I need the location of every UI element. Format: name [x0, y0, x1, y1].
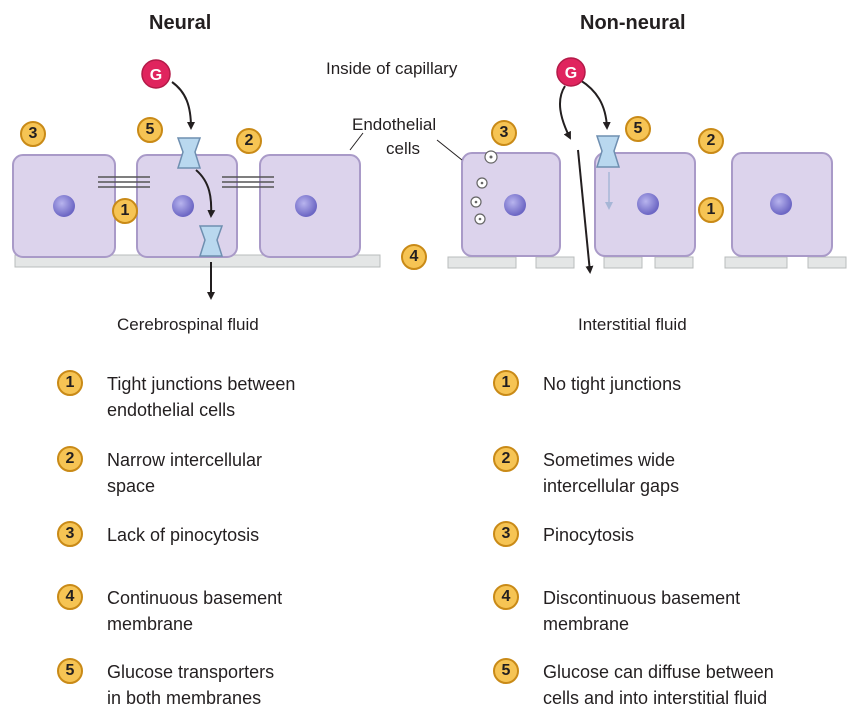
- legend-text: Lack of pinocytosis: [107, 525, 260, 545]
- legend-text: No tight junctions: [543, 374, 682, 394]
- legend-text: intercellular gaps: [543, 476, 680, 496]
- endothelial-label-line1: Endothelial: [352, 115, 437, 134]
- nucleus: [637, 193, 659, 215]
- glucose-label: G: [565, 65, 577, 82]
- nucleus: [295, 195, 317, 217]
- legend-badge: 2: [493, 446, 519, 472]
- legend-text: space: [107, 476, 156, 496]
- nucleus: [53, 195, 75, 217]
- non-neural-basement-membrane-segment: [807, 256, 847, 269]
- legend-text: cells and into interstitial fluid: [543, 688, 768, 708]
- diagram-badge-4: 4: [401, 244, 427, 270]
- legend-badge: 3: [57, 521, 83, 547]
- non-neural-panel-title: Non-neural: [580, 12, 686, 34]
- legend-badge: 5: [57, 658, 83, 684]
- legend-badge: 1: [57, 370, 83, 396]
- neural-panel-title: Neural: [149, 12, 212, 34]
- non-neural-basement-membrane-segment: [535, 256, 575, 269]
- nucleus: [504, 194, 526, 216]
- glucose-label: G: [150, 67, 162, 84]
- non-neural-glucose-path-arrows: [558, 79, 611, 274]
- legend-badge: 4: [57, 584, 83, 610]
- legend-text: Glucose can diffuse between: [543, 662, 774, 682]
- endothelial-label-line2: cells: [386, 139, 421, 158]
- tight-junction-lines: [98, 176, 274, 188]
- diagram-badge-3: 3: [491, 120, 517, 146]
- diagram-badge-5: 5: [625, 116, 651, 142]
- neural-glucose-path-arrows: [171, 81, 216, 300]
- non-neural-basement-membrane-segment: [724, 256, 788, 269]
- endothelial-callout-line: [436, 139, 463, 161]
- diagram-badge-2: 2: [698, 128, 724, 154]
- legend-text: Continuous basement: [107, 588, 283, 608]
- non-neural-basement-membrane-segment: [603, 256, 643, 269]
- non-neural-basement-membrane-segment: [654, 256, 694, 269]
- legend-badge: 1: [493, 370, 519, 396]
- glucose-icon: [556, 57, 586, 87]
- legend-text: Glucose transporters: [107, 662, 275, 682]
- legend-text: endothelial cells: [107, 400, 236, 420]
- diagram-badge-1: 1: [112, 198, 138, 224]
- legend-text: in both membranes: [107, 688, 262, 708]
- vesicle-cores: [474, 155, 493, 221]
- legend-text: Pinocytosis: [543, 525, 635, 545]
- legend-text: Discontinuous basement: [543, 588, 741, 608]
- neural-fluid-label: Cerebrospinal fluid: [117, 315, 259, 334]
- glucose-transporter-bottom: [198, 225, 224, 257]
- glucose-transporter-top: [595, 135, 621, 168]
- diagram-badge-3: 3: [20, 121, 46, 147]
- glucose-icon: [141, 59, 171, 89]
- diagram-badge-2: 2: [236, 128, 262, 154]
- legend-text: membrane: [107, 614, 194, 634]
- capillary-label: Inside of capillary: [326, 59, 458, 78]
- diagram-badge-1: 1: [698, 197, 724, 223]
- glucose-transporter-top: [176, 137, 202, 169]
- non-neural-basement-membrane-segment: [447, 256, 517, 269]
- legend-badge: 3: [493, 521, 519, 547]
- legend-text: Narrow intercellular: [107, 450, 263, 470]
- legend-badge: 2: [57, 446, 83, 472]
- endothelial-callout-line: [349, 132, 364, 151]
- non-neural-fluid-label: Interstitial fluid: [578, 315, 687, 334]
- legend-badge: 4: [493, 584, 519, 610]
- nucleus: [770, 193, 792, 215]
- nucleus: [172, 195, 194, 217]
- legend-text: Sometimes wide: [543, 450, 676, 470]
- diagram-badge-5: 5: [137, 117, 163, 143]
- legend-text: Tight junctions between: [107, 374, 296, 394]
- legend-badge: 5: [493, 658, 519, 684]
- legend-text: membrane: [543, 614, 630, 634]
